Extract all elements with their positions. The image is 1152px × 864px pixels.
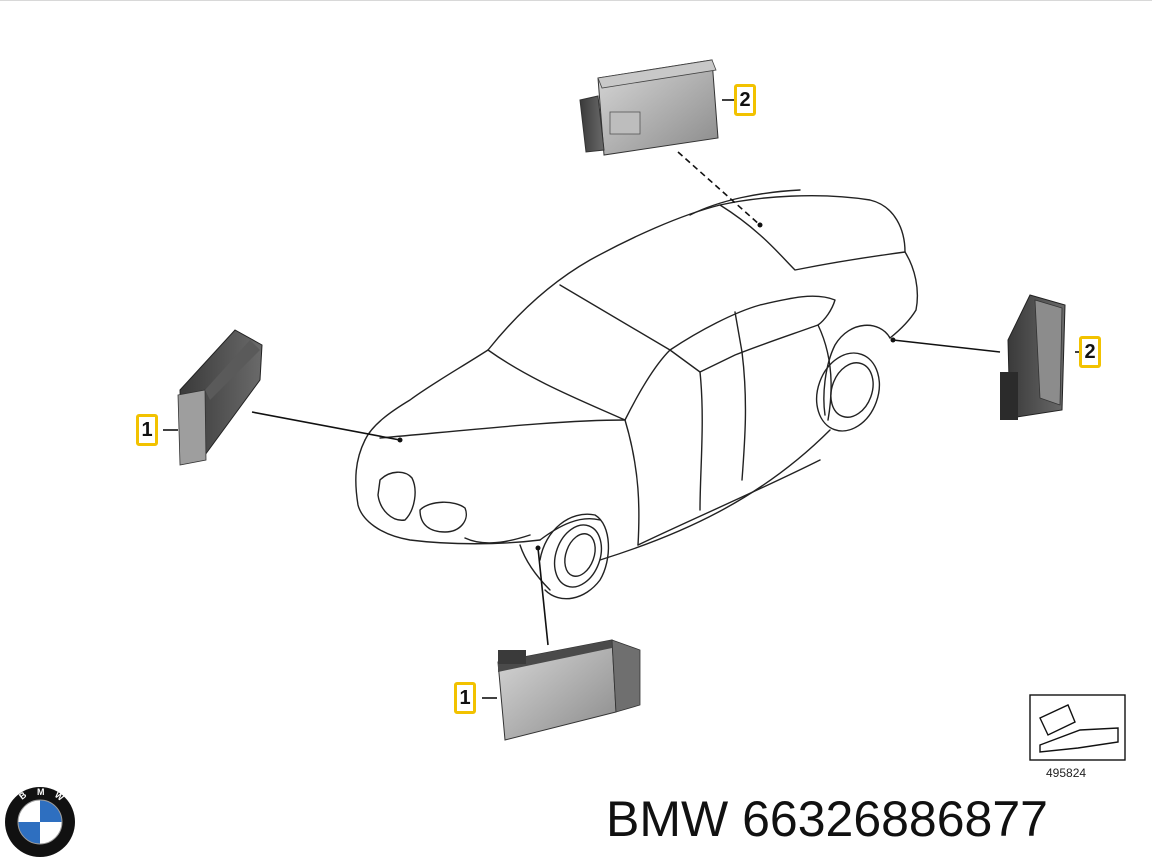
module-1-left	[177, 329, 263, 466]
callout-label: 1	[459, 686, 471, 709]
callout-label: 2	[739, 88, 751, 111]
part-title: BMW 66326886877	[606, 791, 1048, 847]
diagram-ref-number: 495824	[1046, 766, 1087, 780]
svg-text:M: M	[37, 787, 45, 797]
callout-1-left: 1	[136, 414, 158, 446]
top-border	[0, 0, 1152, 1]
callout-label: 2	[1084, 340, 1096, 363]
module-1-bottom	[497, 639, 641, 741]
bmw-logo: B M W	[5, 787, 75, 857]
leader-lines	[163, 99, 1083, 699]
module-2-top	[579, 59, 719, 156]
callout-2-top: 2	[734, 84, 756, 116]
car-outline	[355, 189, 919, 600]
leader-dots	[397, 222, 896, 551]
callout-1-bottom: 1	[454, 682, 476, 714]
callout-label: 1	[141, 418, 153, 441]
car-diagram	[163, 59, 1126, 761]
reference-arrow-box	[1029, 694, 1126, 761]
svg-text:B: B	[17, 789, 29, 801]
module-2-right	[1000, 294, 1066, 420]
callout-2-right: 2	[1079, 336, 1101, 368]
